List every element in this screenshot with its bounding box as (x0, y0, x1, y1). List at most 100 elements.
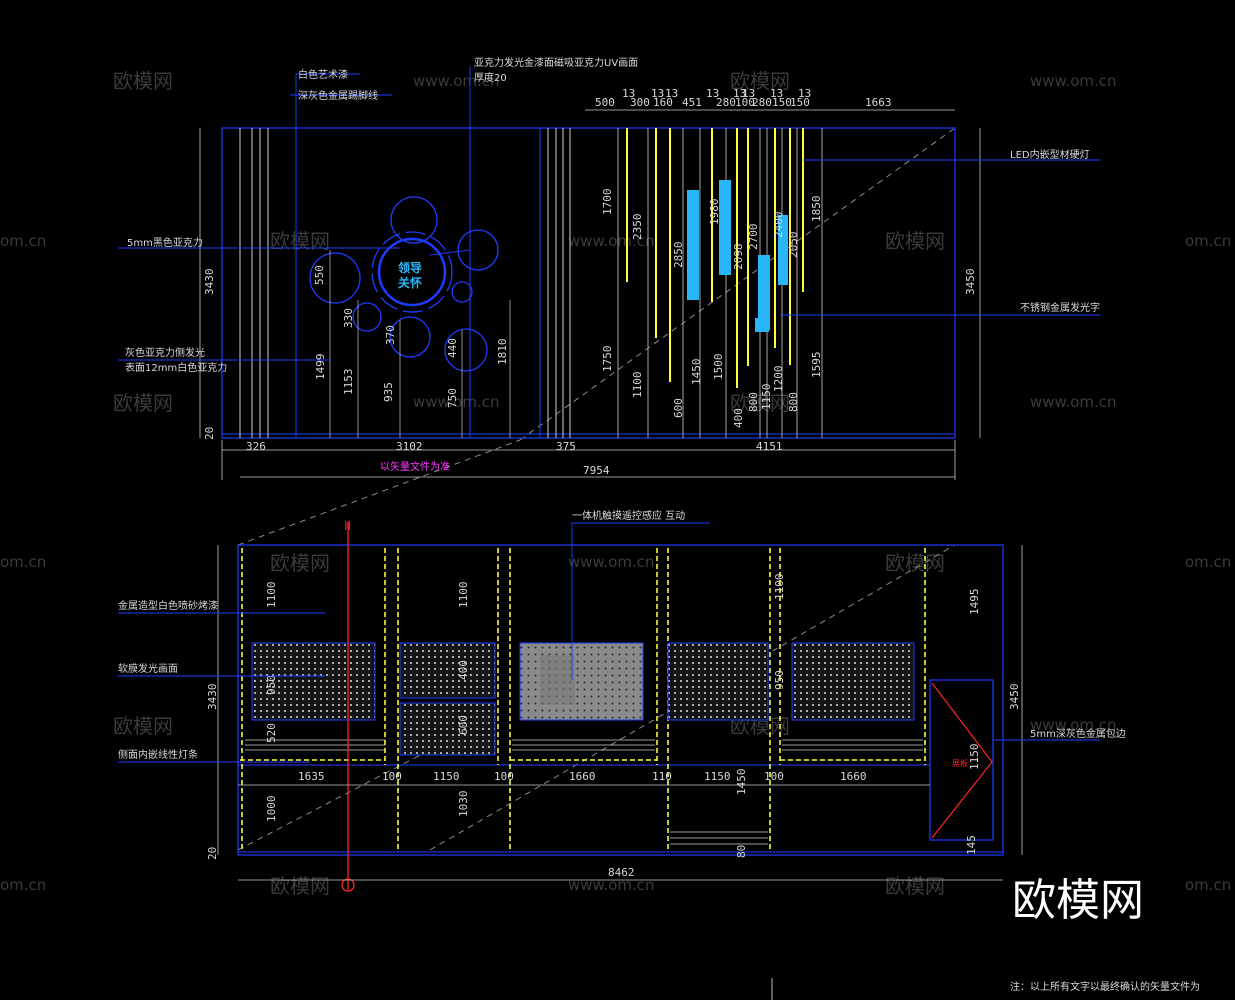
height-left: 3430 (206, 684, 219, 711)
watermark-cn: 欧模网 (270, 229, 330, 253)
watermark-url: www.om.cn (568, 553, 655, 571)
dim-text: 2400 (772, 212, 785, 239)
dim-text: 800 (747, 392, 760, 412)
top-elevation: 领导 关怀 (118, 56, 1100, 480)
label-art-paint: 白色艺术漆 (298, 68, 348, 81)
watermark-url: www.om.cn (568, 232, 655, 250)
label-led-light: LED内嵌型材硬灯 (1010, 148, 1090, 161)
watermark-url: om.cn (0, 553, 46, 571)
dim-text: 1663 (865, 96, 892, 109)
dim-text: 13 (770, 87, 783, 100)
dim-text: 150 (790, 96, 810, 109)
dim-text: 950 (773, 670, 786, 690)
brand-logo: 欧模网 (1012, 875, 1144, 926)
dim-text: 400 (457, 660, 470, 680)
dim-text: 2850 (672, 242, 685, 269)
watermark-url: www.om.cn (413, 393, 500, 411)
dim-text: 1700 (601, 189, 614, 216)
dim-text: 13 (798, 87, 811, 100)
dim-text: 13 (742, 87, 755, 100)
dim-text: 1500 (712, 354, 725, 381)
dim-text: 950 (265, 675, 278, 695)
watermark-cn: 欧模网 (885, 551, 945, 575)
dim-text: 1595 (810, 352, 823, 379)
base-height: 20 (206, 847, 219, 860)
watermark-url: om.cn (0, 232, 46, 250)
vector-note: 以矢量文件为准 (380, 460, 450, 473)
label-side-glow-2: 表面12mm白色亚克力 (125, 361, 227, 374)
steel-letters-block (755, 318, 769, 332)
bottom-dims: 1635 100 1150 100 1660 110 1150 100 1660… (298, 770, 867, 879)
dim-text: 145 (965, 835, 978, 855)
dim-total: 8462 (608, 866, 635, 879)
dim-text: 330 (342, 308, 355, 328)
dim-text: 1450 (690, 359, 703, 386)
footnote: 注：以上所有文字以最终确认的矢量文件为 (1010, 980, 1200, 993)
watermark-url: om.cn (1185, 876, 1231, 894)
top-wall-outline (221, 127, 956, 439)
dim-text: 400 (732, 408, 745, 428)
dim-text: 1100 (773, 574, 786, 601)
dim-text: 600 (457, 715, 470, 735)
height-right: 3450 (964, 269, 977, 296)
label-black-acrylic: 5mm黑色亚克力 (127, 236, 203, 249)
dim-text: 100 (764, 770, 784, 783)
dim-text: 100 (735, 96, 755, 109)
dim-text: 1499 (314, 354, 327, 381)
dim-text: 1450 (735, 769, 748, 796)
dim-text: 326 (246, 440, 266, 453)
dim-total: 7954 (583, 464, 610, 477)
dim-text: 520 (265, 723, 278, 743)
watermark-cn: 欧模网 (113, 714, 173, 738)
watermark-url: www.om.cn (413, 72, 500, 90)
center-text: 领导 (398, 260, 422, 275)
led-strips (626, 128, 804, 388)
section-mark: II (344, 519, 351, 533)
dim-text: 1660 (840, 770, 867, 783)
circle-cluster (309, 196, 499, 372)
dim-text: 1850 (810, 196, 823, 223)
dim-text: 1000 (265, 796, 278, 823)
label-side-strip: 侧面内嵌线性灯条 (118, 748, 198, 761)
watermark-cn: 欧模网 (885, 229, 945, 253)
dim-text: 13 (651, 87, 664, 100)
dim-text: 4151 (756, 440, 783, 453)
dim-text: 3102 (396, 440, 423, 453)
bottom-elevation: 展板 II 1635 100 1150 100 1660 110 1150 10… (118, 509, 1126, 892)
dim-text: 1200 (772, 366, 785, 393)
dim-text: 370 (384, 325, 397, 345)
red-badge: 展板 (952, 758, 968, 768)
label-side-glow-1: 灰色亚克力侧发光 (125, 346, 205, 359)
dim-text: 1153 (342, 369, 355, 396)
dim-text: 750 (446, 388, 459, 408)
watermark-url: om.cn (1185, 553, 1231, 571)
leader-lines (118, 66, 1100, 361)
dim-text: 110 (652, 770, 672, 783)
dim-text: 1100 (265, 582, 278, 609)
watermark-cn: 欧模网 (730, 69, 790, 93)
watermark-url: www.om.cn (1030, 716, 1117, 734)
dim-text: 440 (446, 338, 459, 358)
dim-text: 13 (622, 87, 635, 100)
watermark-layer: 欧模网 欧模网 欧模网 欧模网 欧模网 欧模网 欧模网 欧模网 欧模网 欧模网 … (0, 69, 1231, 898)
watermark-url: om.cn (0, 876, 46, 894)
dim-text: 1635 (298, 770, 325, 783)
dim-text: 13 (706, 87, 719, 100)
dim-text: 1100 (631, 372, 644, 399)
dim-text: 280 (716, 96, 736, 109)
dim-text: 600 (672, 398, 685, 418)
vertical-text-blocks (687, 180, 788, 330)
dim-text: 550 (313, 265, 326, 285)
dim-text: 280 (752, 96, 772, 109)
dim-text: 935 (382, 382, 395, 402)
center-text: 关怀 (398, 275, 422, 290)
watermark-url: om.cn (1185, 232, 1231, 250)
dim-text: 300 (630, 96, 650, 109)
dim-text: 13 (665, 87, 678, 100)
strip-dims: 1700 2350 2850 1980 2098 2700 2400 2050 … (601, 189, 823, 429)
dim-text: 2098 (732, 244, 745, 271)
dim-text: 2050 (787, 232, 800, 259)
dim-text: 1980 (708, 199, 721, 226)
dim-text: 100 (494, 770, 514, 783)
soft-film-panels (251, 642, 915, 756)
